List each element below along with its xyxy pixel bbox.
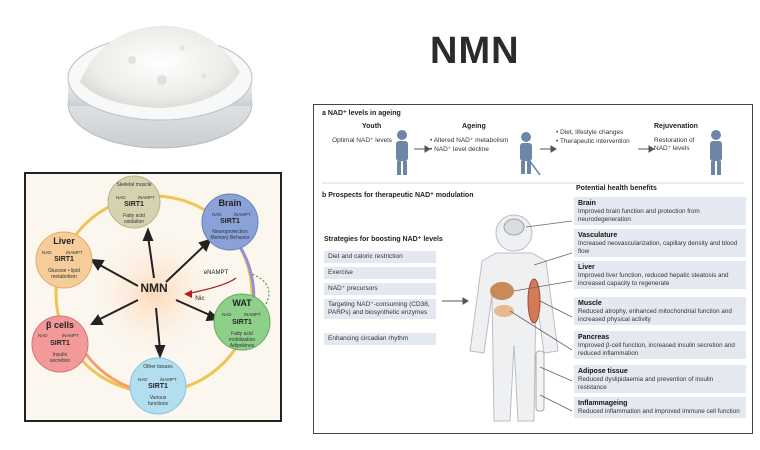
- benefit-brain: Brain Improved brain function and protec…: [574, 197, 746, 225]
- muscle-title: Skeletal muscle: [116, 182, 152, 188]
- ageing-item-2: • NAD⁺ level decline: [430, 146, 489, 153]
- page-title: NMN: [430, 30, 520, 72]
- benefit-title: Vasculature: [578, 232, 618, 239]
- strategy-item: Exercise: [324, 267, 436, 279]
- benefit-muscle: Muscle Reduced atrophy, enhanced mitocho…: [574, 297, 746, 325]
- nmn-tissue-cycle-diagram: NMN eNAMPT Nic Skeletal muscle NAD iNAMP…: [24, 172, 282, 422]
- benefits-heading: Potential health benefits: [576, 185, 657, 192]
- wat-function: Fatty acid mobilization Adipokines: [228, 331, 256, 349]
- other-tissues-title: Other tissues: [143, 364, 173, 370]
- nmn-center-label: NMN: [140, 281, 168, 295]
- nad-review-figure: a NAD⁺ levels in ageing Youth Optimal NA…: [313, 104, 753, 434]
- rejuvenation-text: Restoration of NAD⁺ levels: [654, 137, 695, 152]
- intervention-item-1: • Diet, lifestyle changes: [556, 129, 624, 136]
- rejuvenation-title: Rejuvenation: [654, 123, 698, 130]
- enampt-label: eNAMPT: [203, 270, 229, 276]
- benefit-text: Reduced inflammation and improved immune…: [578, 408, 740, 415]
- ageing-title: Ageing: [462, 123, 486, 130]
- wat-inampt: iNAMPT: [244, 312, 261, 317]
- strategy-item: Diet and caloric restriction: [324, 251, 436, 263]
- muscle-function: Fatty acid oxidation: [123, 213, 145, 225]
- brain-sirt1: SIRT1: [220, 218, 240, 225]
- benefit-adipose-tissue: Adipose tissue Reduced dyslipidaemia and…: [574, 365, 746, 393]
- liver-function: Glucose • lipid metabolism: [48, 268, 80, 280]
- liver-sirt1: SIRT1: [54, 256, 74, 263]
- benefit-pancreas: Pancreas Improved β-cell function, incre…: [574, 331, 746, 359]
- wat-nad: NAD: [222, 312, 232, 317]
- benefit-title: Brain: [578, 200, 596, 207]
- liver-title: Liver: [53, 236, 75, 246]
- benefit-text: Improved β-cell function, increased insu…: [578, 342, 735, 357]
- brain-inampt: iNAMPT: [234, 212, 251, 217]
- benefit-inflammageing: Inflammageing Reduced inflammation and i…: [574, 397, 746, 418]
- panel-graphics: [322, 130, 744, 422]
- benefit-liver: Liver Improved liver function, reduced h…: [574, 261, 746, 289]
- wat-title: WAT: [232, 298, 252, 308]
- section-a-heading: a NAD⁺ levels in ageing: [322, 110, 401, 117]
- brain-function: Neuroprotection Memory Behavior: [210, 229, 250, 241]
- benefit-title: Adipose tissue: [578, 368, 628, 375]
- beta-inampt: iNAMPT: [62, 333, 79, 338]
- youth-title: Youth: [362, 123, 382, 130]
- youth-text: Optimal NAD⁺ levels: [332, 137, 392, 144]
- strategy-item: Enhancing circadian rhythm: [324, 333, 436, 345]
- liver-inampt: iNAMPT: [66, 250, 83, 255]
- muscle-inampt: iNAMPT: [138, 195, 155, 200]
- ageing-item-1: • Altered NAD⁺ metabolism: [430, 137, 509, 144]
- benefit-text: Increased neovascularization, capillary …: [578, 240, 738, 255]
- benefit-title: Muscle: [578, 300, 602, 307]
- muscle-sirt1: SIRT1: [124, 201, 144, 208]
- beta-nad: NAD: [38, 333, 48, 338]
- strategy-item: Targeting NAD⁺-consuming (CD38, PARPs) a…: [324, 299, 436, 319]
- benefit-text: Improved liver function, reduced hepatic…: [578, 272, 729, 287]
- liver-nad: NAD: [42, 250, 52, 255]
- nmn-powder-dish-image: [67, 25, 253, 149]
- beta-cells-title: β cells: [45, 320, 74, 330]
- nic-label: Nic: [195, 295, 205, 302]
- other-nad: NAD: [138, 377, 148, 382]
- strategy-item: NAD⁺ precursors: [324, 283, 436, 295]
- wat-sirt1: SIRT1: [232, 319, 252, 326]
- benefit-vasculature: Vasculature Increased neovascularization…: [574, 229, 746, 257]
- brain-nad: NAD: [212, 212, 222, 217]
- benefit-text: Reduced dyslipidaemia and prevention of …: [578, 376, 714, 391]
- strategies-heading: Strategies for boosting NAD⁺ levels: [324, 236, 443, 243]
- beta-sirt1: SIRT1: [50, 340, 70, 347]
- other-function: Various functions: [147, 395, 168, 407]
- brain-title: Brain: [218, 198, 242, 208]
- benefit-title: Liver: [578, 264, 595, 271]
- cycle-graphics: [31, 175, 271, 415]
- other-sirt1: SIRT1: [148, 383, 168, 390]
- benefit-title: Pancreas: [578, 334, 610, 341]
- intervention-item-2: • Therapeutic intervention: [556, 138, 630, 145]
- other-inampt: iNAMPT: [160, 377, 177, 382]
- benefit-text: Improved brain function and protection f…: [578, 208, 700, 223]
- muscle-nad: NAD: [116, 195, 126, 200]
- benefit-title: Inflammageing: [578, 400, 628, 407]
- beta-function: Insulin secretion: [49, 352, 71, 364]
- section-b-heading: b Prospects for therapeutic NAD⁺ modulat…: [322, 192, 474, 199]
- benefit-text: Reduced atrophy, enhanced mitochondrial …: [578, 308, 732, 323]
